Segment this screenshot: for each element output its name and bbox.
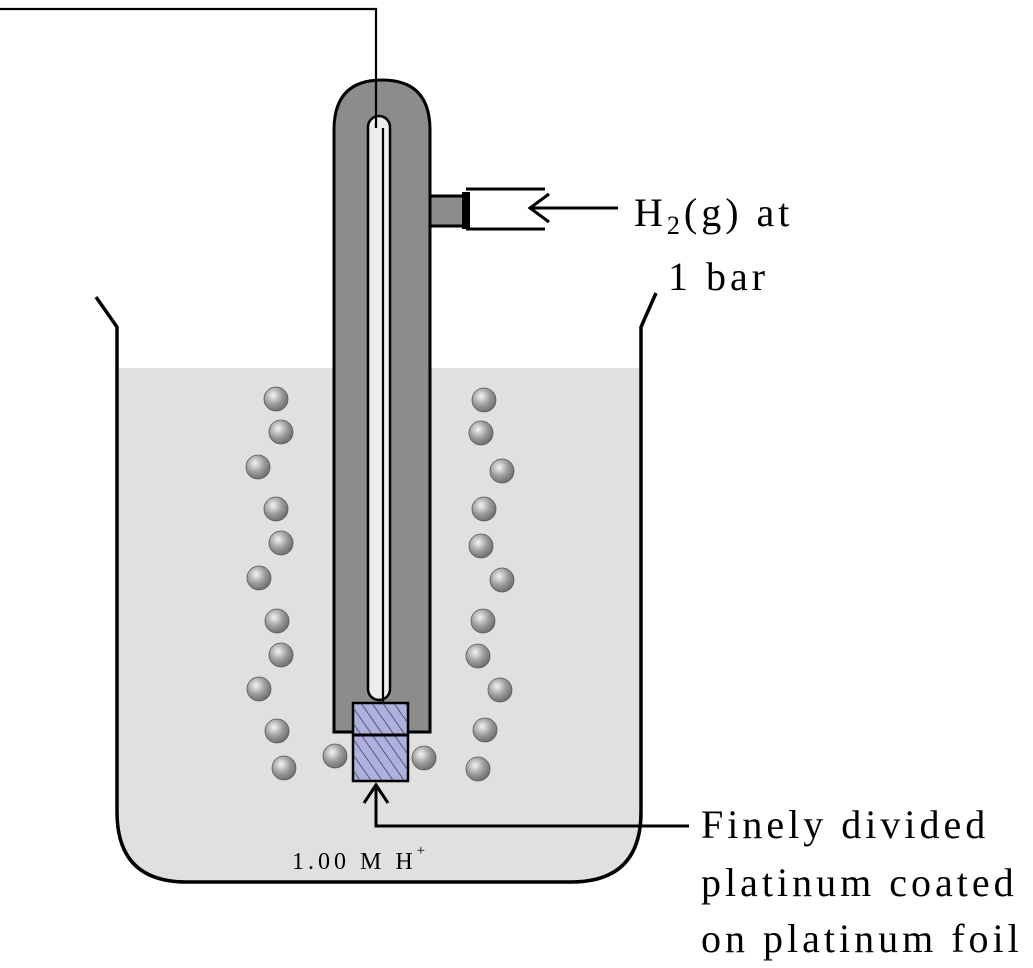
bubble xyxy=(471,387,497,413)
bubble xyxy=(468,533,494,559)
inner-tube xyxy=(366,114,392,702)
gas-inlet-outline xyxy=(429,194,465,228)
bubble xyxy=(489,458,515,484)
bubble xyxy=(472,717,498,743)
bubble xyxy=(487,677,513,703)
hydrogen-symbol: H xyxy=(634,190,667,235)
concentration-value: 1.00 M H xyxy=(292,849,417,875)
bubble xyxy=(264,608,290,634)
bubble xyxy=(264,718,290,744)
bubble xyxy=(263,386,289,412)
beaker xyxy=(94,292,658,884)
bubble xyxy=(268,642,294,668)
bubble xyxy=(268,530,294,556)
concentration-label: 1.00 M H+ xyxy=(292,843,429,875)
hydrogen-subscript: 2 xyxy=(667,211,684,240)
bubble xyxy=(246,565,272,591)
bubble xyxy=(465,643,491,669)
platinum-foil-hatch xyxy=(353,703,408,781)
bubble xyxy=(268,419,294,445)
platinum-label-line2: platinum coated xyxy=(701,860,1018,905)
connecting-wire xyxy=(0,7,385,704)
foil-arrow xyxy=(362,782,689,828)
bubble xyxy=(322,743,348,769)
bubble xyxy=(468,420,494,446)
bubble xyxy=(465,756,491,782)
platinum-label-line3: on platinum foil xyxy=(701,916,1023,961)
bubble xyxy=(246,676,272,702)
bubble xyxy=(263,496,289,522)
bubble xyxy=(489,567,515,593)
gas-inlet-connector xyxy=(462,192,470,229)
bubble xyxy=(245,454,271,480)
bubble xyxy=(470,608,496,634)
hydrogen-bubbles xyxy=(245,386,515,782)
platinum-label-line1: Finely divided xyxy=(701,802,989,847)
concentration-superscript: + xyxy=(417,843,429,859)
hydrogen-label: H2(g) at xyxy=(634,190,793,240)
bubble xyxy=(271,755,297,781)
bubble xyxy=(471,496,497,522)
bubble xyxy=(411,745,437,771)
hydrogen-state: (g) at xyxy=(684,190,794,235)
pressure-label: 1 bar xyxy=(668,254,769,299)
gas-hose xyxy=(466,187,545,231)
gas-arrow xyxy=(527,192,618,224)
